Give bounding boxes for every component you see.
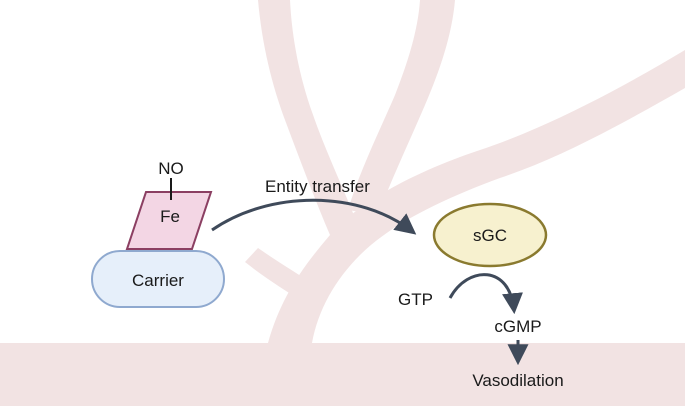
fe-label: Fe: [160, 207, 180, 226]
sgc-label: sGC: [473, 226, 507, 245]
sgc-shape: [432, 202, 548, 268]
entity-transfer-arrow: [211, 198, 417, 235]
sgc: sGC: [432, 202, 548, 268]
vessel-base: [0, 343, 685, 406]
fe-shape: [125, 191, 213, 250]
gtp-label: GTP: [398, 290, 433, 309]
vasodilation-label: Vasodilation: [472, 371, 563, 390]
entity-transfer-label: Entity transfer: [265, 177, 370, 196]
cgmp-label: cGMP: [494, 317, 541, 336]
vessel-branch-upper: [258, 0, 355, 235]
vessel-branch-lower: [245, 248, 315, 300]
gtp-to-cgmp-arrow: [448, 273, 523, 315]
vessel-branch-top: [348, 0, 455, 215]
fe-complex: Fe NO: [125, 159, 213, 250]
vessel-trunk: [268, 50, 685, 343]
carrier-label: Carrier: [132, 271, 184, 290]
carrier-shape: [91, 250, 225, 308]
carrier: Carrier: [91, 250, 225, 308]
no-label: NO: [158, 159, 184, 178]
